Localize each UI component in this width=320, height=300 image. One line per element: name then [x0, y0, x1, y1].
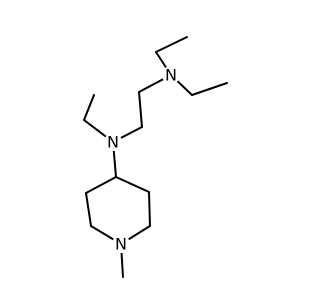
- bond-bridge-ch2-to-ch2: [138, 91, 143, 128]
- atom-n-ethylamino-label: N: [107, 133, 119, 152]
- atom-n-diethylamino-label: N: [165, 66, 177, 85]
- atom-n-ethylamino-bg: [104, 133, 122, 151]
- atom-n-diethylamino: N: [162, 66, 180, 85]
- bond-top-ethyl-a-ch2-to-ch3: [155, 36, 188, 53]
- atom-n-diethylamino-bg: [162, 66, 180, 84]
- bond-ring-c5-to-c4: [85, 176, 117, 194]
- bond-layer: [83, 36, 228, 278]
- atom-n-piperidine: N: [112, 235, 130, 254]
- bond-top-ethyl-b-ch2-to-ch3: [191, 82, 228, 96]
- bond-ring-c6-to-c5: [85, 192, 92, 227]
- atom-n-ethylamino: N: [104, 133, 122, 152]
- molecule-structure: N N N: [83, 36, 228, 278]
- bond-ring-c3-to-c2: [148, 191, 151, 227]
- atom-layer: N N N: [104, 66, 180, 254]
- atom-n-piperidine-bg: [112, 235, 130, 253]
- bond-mid-ethyl-ch2-to-ch3: [83, 94, 95, 121]
- bond-ring-c4-to-c3: [115, 176, 150, 193]
- atom-n-piperidine-label: N: [115, 235, 127, 254]
